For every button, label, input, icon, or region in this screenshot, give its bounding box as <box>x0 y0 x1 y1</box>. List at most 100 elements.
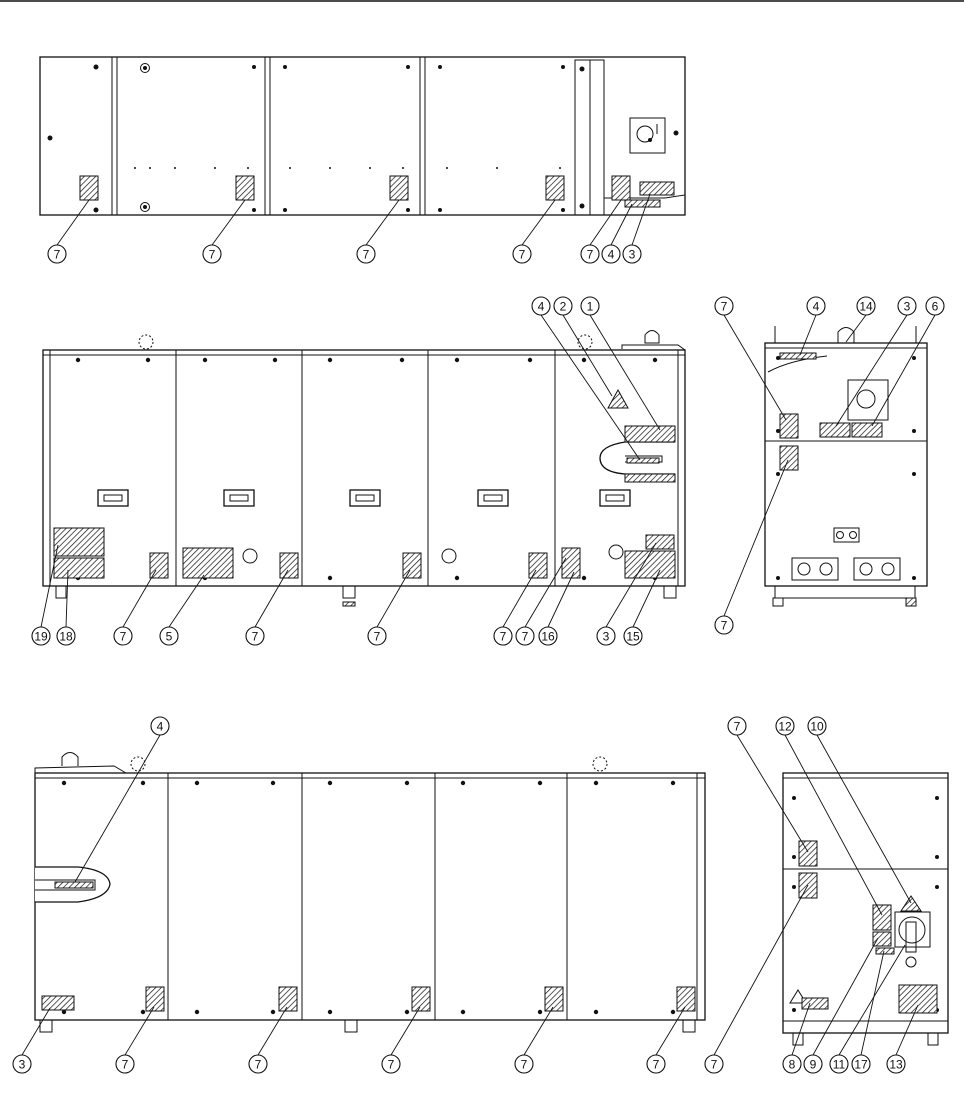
callout-left-end-view: 7 <box>728 717 746 735</box>
callout-number: 7 <box>374 630 381 644</box>
callout-number: 12 <box>778 720 792 734</box>
callout-front-view: 1 <box>581 297 599 315</box>
callout-number: 7 <box>522 630 529 644</box>
rear-view <box>22 735 705 1055</box>
label-plate <box>640 182 674 195</box>
callout-front-view: 7 <box>246 627 264 645</box>
callout-right-end-view: 6 <box>926 297 944 315</box>
label-plate <box>42 996 74 1010</box>
label-plate <box>150 553 168 578</box>
callout-right-end-view: 3 <box>898 297 916 315</box>
callout-right-end-view: 14 <box>857 297 875 315</box>
callout-top-view: 3 <box>623 245 641 263</box>
callout-front-view: 5 <box>160 627 178 645</box>
label-plate <box>876 948 894 954</box>
label-plate <box>529 553 547 578</box>
callout-rear-view: 7 <box>515 1055 533 1073</box>
callout-number: 7 <box>388 1058 395 1072</box>
callout-number: 7 <box>721 619 728 633</box>
callout-front-view: 7 <box>114 627 132 645</box>
rear-view-frame <box>35 773 705 1020</box>
callout-number: 13 <box>889 1058 903 1072</box>
callout-number: 3 <box>629 248 636 262</box>
callout-front-view: 15 <box>624 627 642 645</box>
callout-number: 11 <box>833 1058 846 1072</box>
label-plate <box>625 200 660 207</box>
label-plate <box>780 353 816 359</box>
label-plate <box>780 446 798 470</box>
callout-number: 4 <box>538 300 545 314</box>
callout-front-view: 2 <box>554 297 572 315</box>
callout-left-end-view: 7 <box>705 1055 723 1073</box>
label-plate <box>412 987 430 1011</box>
callout-number: 7 <box>711 1058 718 1072</box>
callout-front-view: 16 <box>539 627 557 645</box>
callout-front-view: 18 <box>57 627 75 645</box>
callout-number: 9 <box>810 1058 817 1072</box>
callout-number: 5 <box>166 630 173 644</box>
callout-right-end-view: 7 <box>715 616 733 634</box>
callout-number: 6 <box>932 300 939 314</box>
label-plate <box>545 987 563 1011</box>
callout-rear-view: 7 <box>382 1055 400 1073</box>
label-plate <box>677 987 695 1011</box>
label-plate <box>183 548 233 578</box>
callout-top-view: 7 <box>203 245 221 263</box>
callout-number: 7 <box>363 248 370 262</box>
label-plate <box>899 985 937 1013</box>
callout-top-view: 4 <box>602 245 620 263</box>
callout-number: 3 <box>19 1058 26 1072</box>
callout-top-view: 7 <box>581 245 599 263</box>
label-plate <box>146 987 164 1011</box>
label-plate <box>55 882 93 888</box>
callout-front-view: 7 <box>368 627 386 645</box>
label-plate <box>625 474 675 482</box>
callout-front-view: 7 <box>516 627 534 645</box>
callout-number: 1 <box>587 300 594 314</box>
label-plate <box>802 998 828 1009</box>
top-view-frame <box>40 57 685 215</box>
callout-number: 8 <box>789 1058 796 1072</box>
callout-number: 7 <box>521 1058 528 1072</box>
label-plate <box>612 176 630 200</box>
callout-left-end-view: 9 <box>804 1055 822 1073</box>
callout-number: 7 <box>587 248 594 262</box>
callout-number: 7 <box>734 720 741 734</box>
callout-number: 4 <box>157 720 164 734</box>
callout-top-view: 7 <box>48 245 66 263</box>
callout-front-view: 19 <box>32 627 50 645</box>
label-plate <box>403 553 421 578</box>
callout-number: 7 <box>653 1058 660 1072</box>
callout-top-view: 7 <box>513 245 531 263</box>
label-plate <box>627 458 659 463</box>
label-plate <box>390 176 408 200</box>
left-end-view <box>714 735 948 1055</box>
callout-number: 7 <box>209 248 216 262</box>
callout-number: 7 <box>122 1058 129 1072</box>
label-plate <box>820 423 850 437</box>
callout-left-end-view: 10 <box>808 717 826 735</box>
right-end-view <box>724 315 935 616</box>
callout-right-end-view: 4 <box>807 297 825 315</box>
label-plate <box>54 528 104 556</box>
callout-number: 14 <box>859 300 873 314</box>
callout-front-view: 4 <box>532 297 550 315</box>
callout-number: 7 <box>500 630 507 644</box>
callout-front-view: 7 <box>494 627 512 645</box>
label-plate <box>873 932 891 946</box>
label-plate <box>280 553 298 578</box>
label-plate <box>852 423 882 437</box>
label-plate <box>236 176 254 200</box>
callout-number: 16 <box>541 630 555 644</box>
callout-number: 7 <box>54 248 61 262</box>
callout-number: 2 <box>560 300 567 314</box>
callout-number: 10 <box>810 720 824 734</box>
callout-rear-view: 7 <box>647 1055 665 1073</box>
callout-number: 3 <box>904 300 911 314</box>
callout-number: 4 <box>608 248 615 262</box>
label-plate <box>799 841 817 866</box>
callout-left-end-view: 13 <box>887 1055 905 1073</box>
label-plate <box>54 558 104 578</box>
label-plate <box>80 176 98 200</box>
label-plate <box>625 426 675 442</box>
